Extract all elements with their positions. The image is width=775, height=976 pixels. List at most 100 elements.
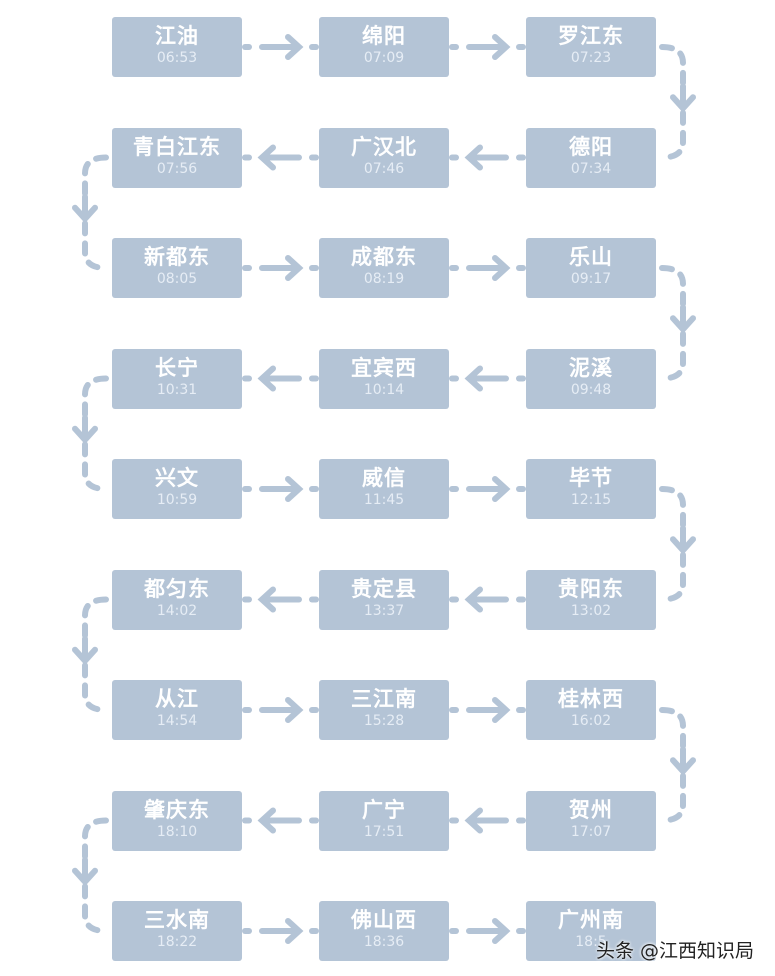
station-time: 18:22 xyxy=(156,934,198,950)
station-time: 13:37 xyxy=(363,602,405,619)
station-time: 08:05 xyxy=(156,271,198,287)
station-name: 贵定县 xyxy=(351,576,417,601)
station-time: 14:02 xyxy=(156,602,198,619)
station-name: 广州南 xyxy=(558,908,624,932)
station-time: 18:5 xyxy=(575,934,607,950)
station-name: 江油 xyxy=(155,24,199,48)
station-time: 11:45 xyxy=(363,492,405,508)
arrow-right-icon xyxy=(259,34,304,60)
arrow-right-icon xyxy=(466,697,511,723)
arrow-down-icon xyxy=(670,304,696,334)
arrow-right-icon xyxy=(259,476,304,502)
arrow-down-icon xyxy=(72,414,98,445)
arrow-down-icon xyxy=(670,83,696,113)
station-time: 17:51 xyxy=(363,823,405,840)
station-name: 德阳 xyxy=(569,134,613,159)
station-name: 成都东 xyxy=(351,245,417,269)
station-name: 肇庆东 xyxy=(144,797,210,822)
station-box: 威信 11:45 xyxy=(319,459,449,519)
station-time: 08:19 xyxy=(363,271,405,287)
station-name: 绵阳 xyxy=(362,24,406,48)
station-time: 07:46 xyxy=(363,160,405,177)
station-name: 贵阳东 xyxy=(558,576,624,601)
station-time: 09:17 xyxy=(570,271,612,287)
station-time: 10:31 xyxy=(156,381,198,398)
station-time: 18:36 xyxy=(363,934,405,950)
station-name: 佛山西 xyxy=(351,908,417,932)
station-name: 三水南 xyxy=(144,908,210,932)
watermark: 头条 @江西知识局 xyxy=(596,940,755,962)
station-name: 青白江东 xyxy=(133,134,221,159)
station-time: 07:56 xyxy=(156,160,198,177)
arrow-down-icon xyxy=(72,635,98,666)
arrow-left-icon xyxy=(464,807,509,834)
station-name: 都匀东 xyxy=(144,576,210,601)
arrow-left-icon xyxy=(257,365,302,392)
station-time: 09:48 xyxy=(570,381,612,398)
station-name: 长宁 xyxy=(155,355,199,380)
station-name: 泥溪 xyxy=(569,355,613,380)
station-box: 成都东 08:19 xyxy=(319,238,449,298)
station-box: 毕节 12:15 xyxy=(526,459,656,519)
station-time: 13:02 xyxy=(570,602,612,619)
arrow-right-icon xyxy=(259,255,304,281)
station-box: 佛山西 18:36 xyxy=(319,901,449,961)
station-name: 罗江东 xyxy=(558,24,624,48)
station-name: 广宁 xyxy=(362,797,406,822)
arrow-right-icon xyxy=(466,34,511,60)
arrow-right-icon xyxy=(466,476,511,502)
station-box: 兴文 10:59 xyxy=(112,459,242,519)
station-time: 16:02 xyxy=(570,713,612,729)
station-box: 三江南 15:28 xyxy=(319,680,449,740)
station-box: 广州南 18:5 xyxy=(526,901,656,961)
station-time: 10:14 xyxy=(363,381,405,398)
station-time: 06:53 xyxy=(156,50,198,66)
station-time: 07:34 xyxy=(570,160,612,177)
arrow-down-icon xyxy=(72,856,98,887)
arrow-down-icon xyxy=(670,525,696,555)
arrow-left-icon xyxy=(257,586,302,613)
station-name: 毕节 xyxy=(569,466,613,490)
station-box: 三水南 18:22 xyxy=(112,901,242,961)
station-box: 江油 06:53 xyxy=(112,17,242,77)
station-time: 12:15 xyxy=(570,492,612,508)
station-name: 桂林西 xyxy=(558,687,624,711)
arrow-left-icon xyxy=(257,144,302,171)
station-time: 10:59 xyxy=(156,492,198,508)
arrow-right-icon xyxy=(259,918,304,944)
station-name: 宜宾西 xyxy=(351,355,417,380)
station-box: 乐山 09:17 xyxy=(526,238,656,298)
arrow-right-icon xyxy=(466,255,511,281)
station-name: 威信 xyxy=(362,466,406,490)
station-name: 广汉北 xyxy=(351,134,417,159)
arrow-left-icon xyxy=(257,807,302,834)
station-name: 三江南 xyxy=(351,687,417,711)
station-time: 15:28 xyxy=(363,713,405,729)
arrow-down-icon xyxy=(670,746,696,776)
station-name: 乐山 xyxy=(569,245,613,269)
station-name: 兴文 xyxy=(155,466,199,490)
station-box: 罗江东 07:23 xyxy=(526,17,656,77)
station-time: 18:10 xyxy=(156,823,198,840)
station-time: 07:23 xyxy=(570,50,612,66)
arrow-left-icon xyxy=(464,365,509,392)
station-time: 07:09 xyxy=(363,50,405,66)
station-time: 17:07 xyxy=(570,823,612,840)
station-name: 贺州 xyxy=(569,797,613,822)
arrow-left-icon xyxy=(464,586,509,613)
arrow-right-icon xyxy=(466,918,511,944)
station-name: 从江 xyxy=(155,687,199,711)
